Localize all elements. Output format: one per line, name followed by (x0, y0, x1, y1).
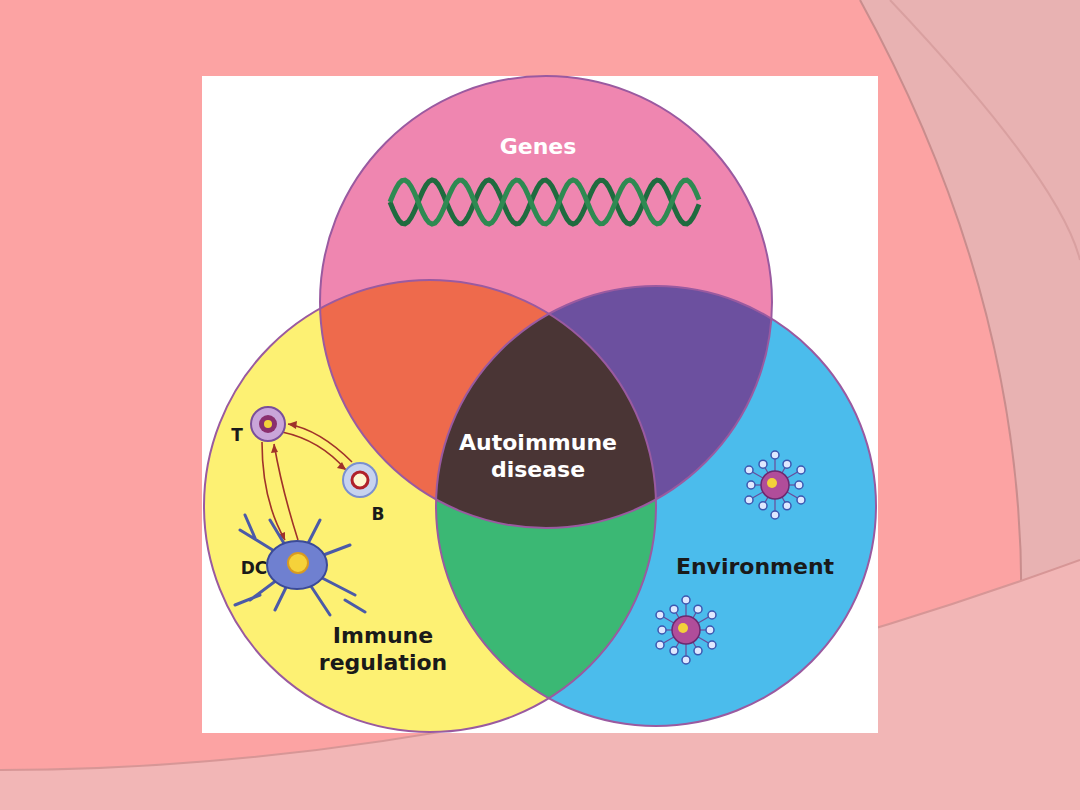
genes-label: Genes (500, 133, 577, 161)
autoimmune-disease-label: Autoimmune disease (443, 429, 633, 484)
b-cell (343, 463, 377, 497)
t-cell (251, 407, 285, 441)
genes-node: Genes (500, 133, 577, 161)
dna-helix (390, 180, 699, 224)
arrow-heads (271, 421, 346, 540)
cell-label: B (372, 504, 385, 524)
dendritic-cell (235, 515, 365, 615)
cell-label: T (231, 425, 243, 445)
cell-arrows (262, 424, 352, 540)
virus (745, 451, 805, 519)
immune-regulation-node: Immune regulation (298, 622, 468, 677)
circle-outline (320, 76, 772, 528)
immune-regulation-label: Immune regulation (298, 622, 468, 677)
environment-node: Environment (676, 553, 834, 581)
virus (656, 596, 716, 664)
white-panel (202, 76, 878, 733)
environment-label: Environment (676, 553, 834, 581)
autoimmune-disease-node: Autoimmune disease (443, 429, 633, 484)
dna-strand (390, 180, 699, 224)
circle-outline (204, 280, 656, 732)
cell-label: DC (241, 558, 268, 578)
dna-strand (390, 180, 699, 224)
circle-outline (436, 286, 876, 726)
decor-arc (890, 0, 1080, 260)
